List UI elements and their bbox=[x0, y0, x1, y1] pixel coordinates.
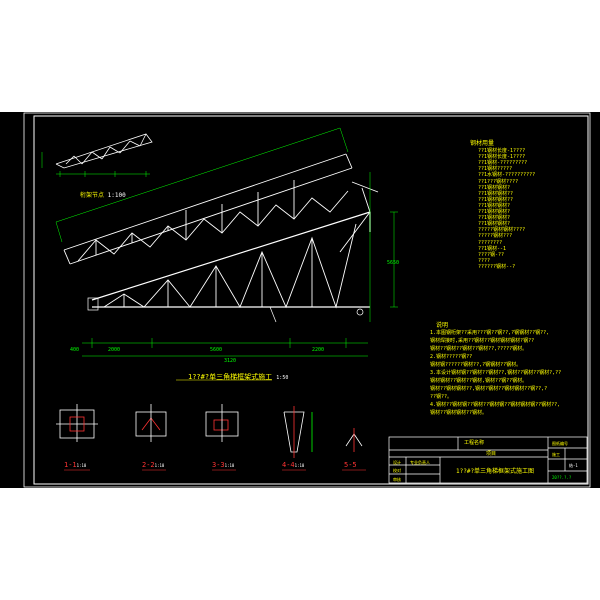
section-label-5: 5-5 bbox=[344, 462, 357, 469]
section-3-3 bbox=[205, 404, 239, 442]
dim-right-vertical: 5650 bbox=[387, 260, 400, 266]
outer-frame bbox=[23, 112, 591, 488]
legend-item: ??1???钢材???? bbox=[478, 178, 519, 185]
main-truss-base bbox=[87, 297, 364, 323]
tb-drawing-name: 1??#?单三角梯框架式施工图 bbox=[456, 468, 535, 475]
tb-right-mid: 施工 bbox=[552, 452, 560, 457]
section-scale-2: 1:10 bbox=[154, 463, 165, 468]
main-title-text: 1??#?单三角梯框架式施工 bbox=[188, 373, 273, 381]
note-line: 1.本图钢桁架??采用???钢??钢??,?钢钢材??钢??, bbox=[430, 330, 550, 336]
legend-item: ??1钢材钢材? bbox=[478, 209, 511, 215]
legend-item: ?????钢材钢材???? bbox=[478, 227, 526, 234]
legend-item: ??1水钢材-?????????? bbox=[478, 172, 536, 179]
node-view-dims bbox=[41, 152, 150, 177]
section-label-3-text: 3-3 bbox=[212, 461, 225, 469]
legend-item: ??1钢材钢材?? bbox=[478, 196, 514, 203]
note-line: 钢材??钢材钢材??,钢材?钢材??钢材钢材??钢??,? bbox=[430, 386, 548, 392]
legend-item: ?????钢材??? bbox=[478, 233, 513, 240]
note-line: 4.钢材??钢材钢??钢材??钢材钢??钢材钢材钢??钢材??, bbox=[430, 402, 561, 408]
legend-item: ???? bbox=[478, 257, 491, 264]
upper-truss-dims bbox=[55, 127, 349, 243]
dim-left: 400 bbox=[70, 347, 80, 353]
title-block bbox=[388, 436, 588, 484]
note-line: ??钢??。 bbox=[430, 394, 453, 400]
legend-item: ??1钢材长度-1???? bbox=[478, 148, 526, 154]
legend-item: ????钢-?? bbox=[478, 251, 505, 258]
tb-project-label: 工程名称 bbox=[464, 440, 485, 446]
note-line: 钢材钢材??钢材??钢材,钢材??钢??钢材。 bbox=[430, 378, 528, 384]
tb-row-2: 校对 bbox=[393, 468, 401, 473]
node-view-scale: 1:100 bbox=[107, 192, 126, 199]
dim-bottom-1: 2000 bbox=[108, 347, 121, 353]
section-label-3: 3-31:10 bbox=[212, 462, 234, 469]
inner-frame bbox=[33, 115, 589, 485]
node-view-truss bbox=[55, 133, 153, 169]
note-line: 钢材??钢材??钢材??钢材??,?????钢材。 bbox=[430, 346, 528, 352]
legend-item: ??1钢材钢材? bbox=[478, 184, 511, 191]
tb-mid-1: 专业负责人 bbox=[410, 460, 430, 465]
cad-drawing-svg bbox=[23, 112, 591, 488]
section-label-1: 1-11:10 bbox=[64, 462, 86, 469]
legend-item: ??1钢材钢材? bbox=[478, 202, 511, 209]
dim-bottom-3: 2200 bbox=[312, 347, 325, 353]
section-scale-3: 1:10 bbox=[224, 463, 235, 468]
main-truss-dims bbox=[82, 172, 398, 357]
note-line: 钢材焊接时,采用??钢材??钢材钢材钢材?钢?? bbox=[430, 338, 535, 344]
legend-item: ???????? bbox=[478, 239, 503, 246]
section-scale-1: 1:10 bbox=[76, 463, 87, 468]
legend-item: ??1钢材钢材? bbox=[478, 215, 511, 222]
node-view-label: 桁架节点 1:100 bbox=[80, 192, 126, 199]
notes-title: 说明 bbox=[436, 322, 449, 329]
legend-item: ??1钢材钢材? bbox=[478, 221, 511, 228]
node-view-label-text: 桁架节点 bbox=[80, 192, 105, 199]
section-label-5-text: 5-5 bbox=[344, 461, 357, 469]
note-line: 2.钢材?????钢?? bbox=[430, 354, 473, 360]
legend-item: ??1钢材--1 bbox=[478, 245, 507, 252]
tb-sub-project-label: 项目 bbox=[486, 451, 497, 457]
section-label-4: 4-41:10 bbox=[282, 462, 304, 469]
main-title: 1??#?单三角梯框架式施工 1:50 bbox=[188, 374, 288, 382]
legend-item: ??1钢材????? bbox=[478, 166, 513, 173]
section-2-2 bbox=[135, 404, 167, 442]
cad-sheet: 桁架节点 1:100 1??#?单三角梯框架式施工 1:50 2000 5600… bbox=[0, 112, 600, 488]
section-label-1-text: 1-1 bbox=[64, 461, 77, 469]
main-title-scale: 1:50 bbox=[276, 375, 289, 381]
section-4-4 bbox=[283, 406, 313, 458]
section-scale-4: 1:10 bbox=[294, 463, 305, 468]
legend-item: ??????钢材--? bbox=[478, 263, 516, 270]
legend-item: ??1钢材-????????? bbox=[478, 160, 528, 167]
dim-bottom-2: 5600 bbox=[210, 347, 223, 353]
note-line: 3.本设计钢材钢??钢材??钢材??,钢材??钢材??钢材?,?? bbox=[430, 370, 562, 376]
legend-title: 钢材用量 bbox=[470, 140, 495, 147]
section-1-1 bbox=[56, 404, 98, 442]
dim-total: 3120 bbox=[224, 358, 237, 364]
note-line: 钢材??钢材钢材??钢材。 bbox=[430, 410, 488, 416]
tb-right-top: 图纸编号 bbox=[552, 441, 568, 446]
legend-item: ??1钢材长度-1???? bbox=[478, 154, 526, 161]
tb-row-1: 设计 bbox=[393, 460, 401, 465]
upper-truss bbox=[63, 153, 353, 265]
section-label-4-text: 4-4 bbox=[282, 461, 295, 469]
tb-right-code: 结-1 bbox=[569, 463, 578, 468]
tb-row-3: 审核 bbox=[393, 477, 401, 482]
section-label-2: 2-21:10 bbox=[142, 462, 164, 469]
main-truss-webs bbox=[103, 181, 379, 309]
section-5-5 bbox=[345, 428, 363, 452]
note-line: 钢材钢??????钢材??,?钢钢材??钢材。 bbox=[430, 362, 522, 368]
legend-item: ??1钢材钢材?? bbox=[478, 190, 514, 197]
tb-right-bottom: 20??.?.? bbox=[552, 475, 572, 480]
section-label-2-text: 2-2 bbox=[142, 461, 155, 469]
